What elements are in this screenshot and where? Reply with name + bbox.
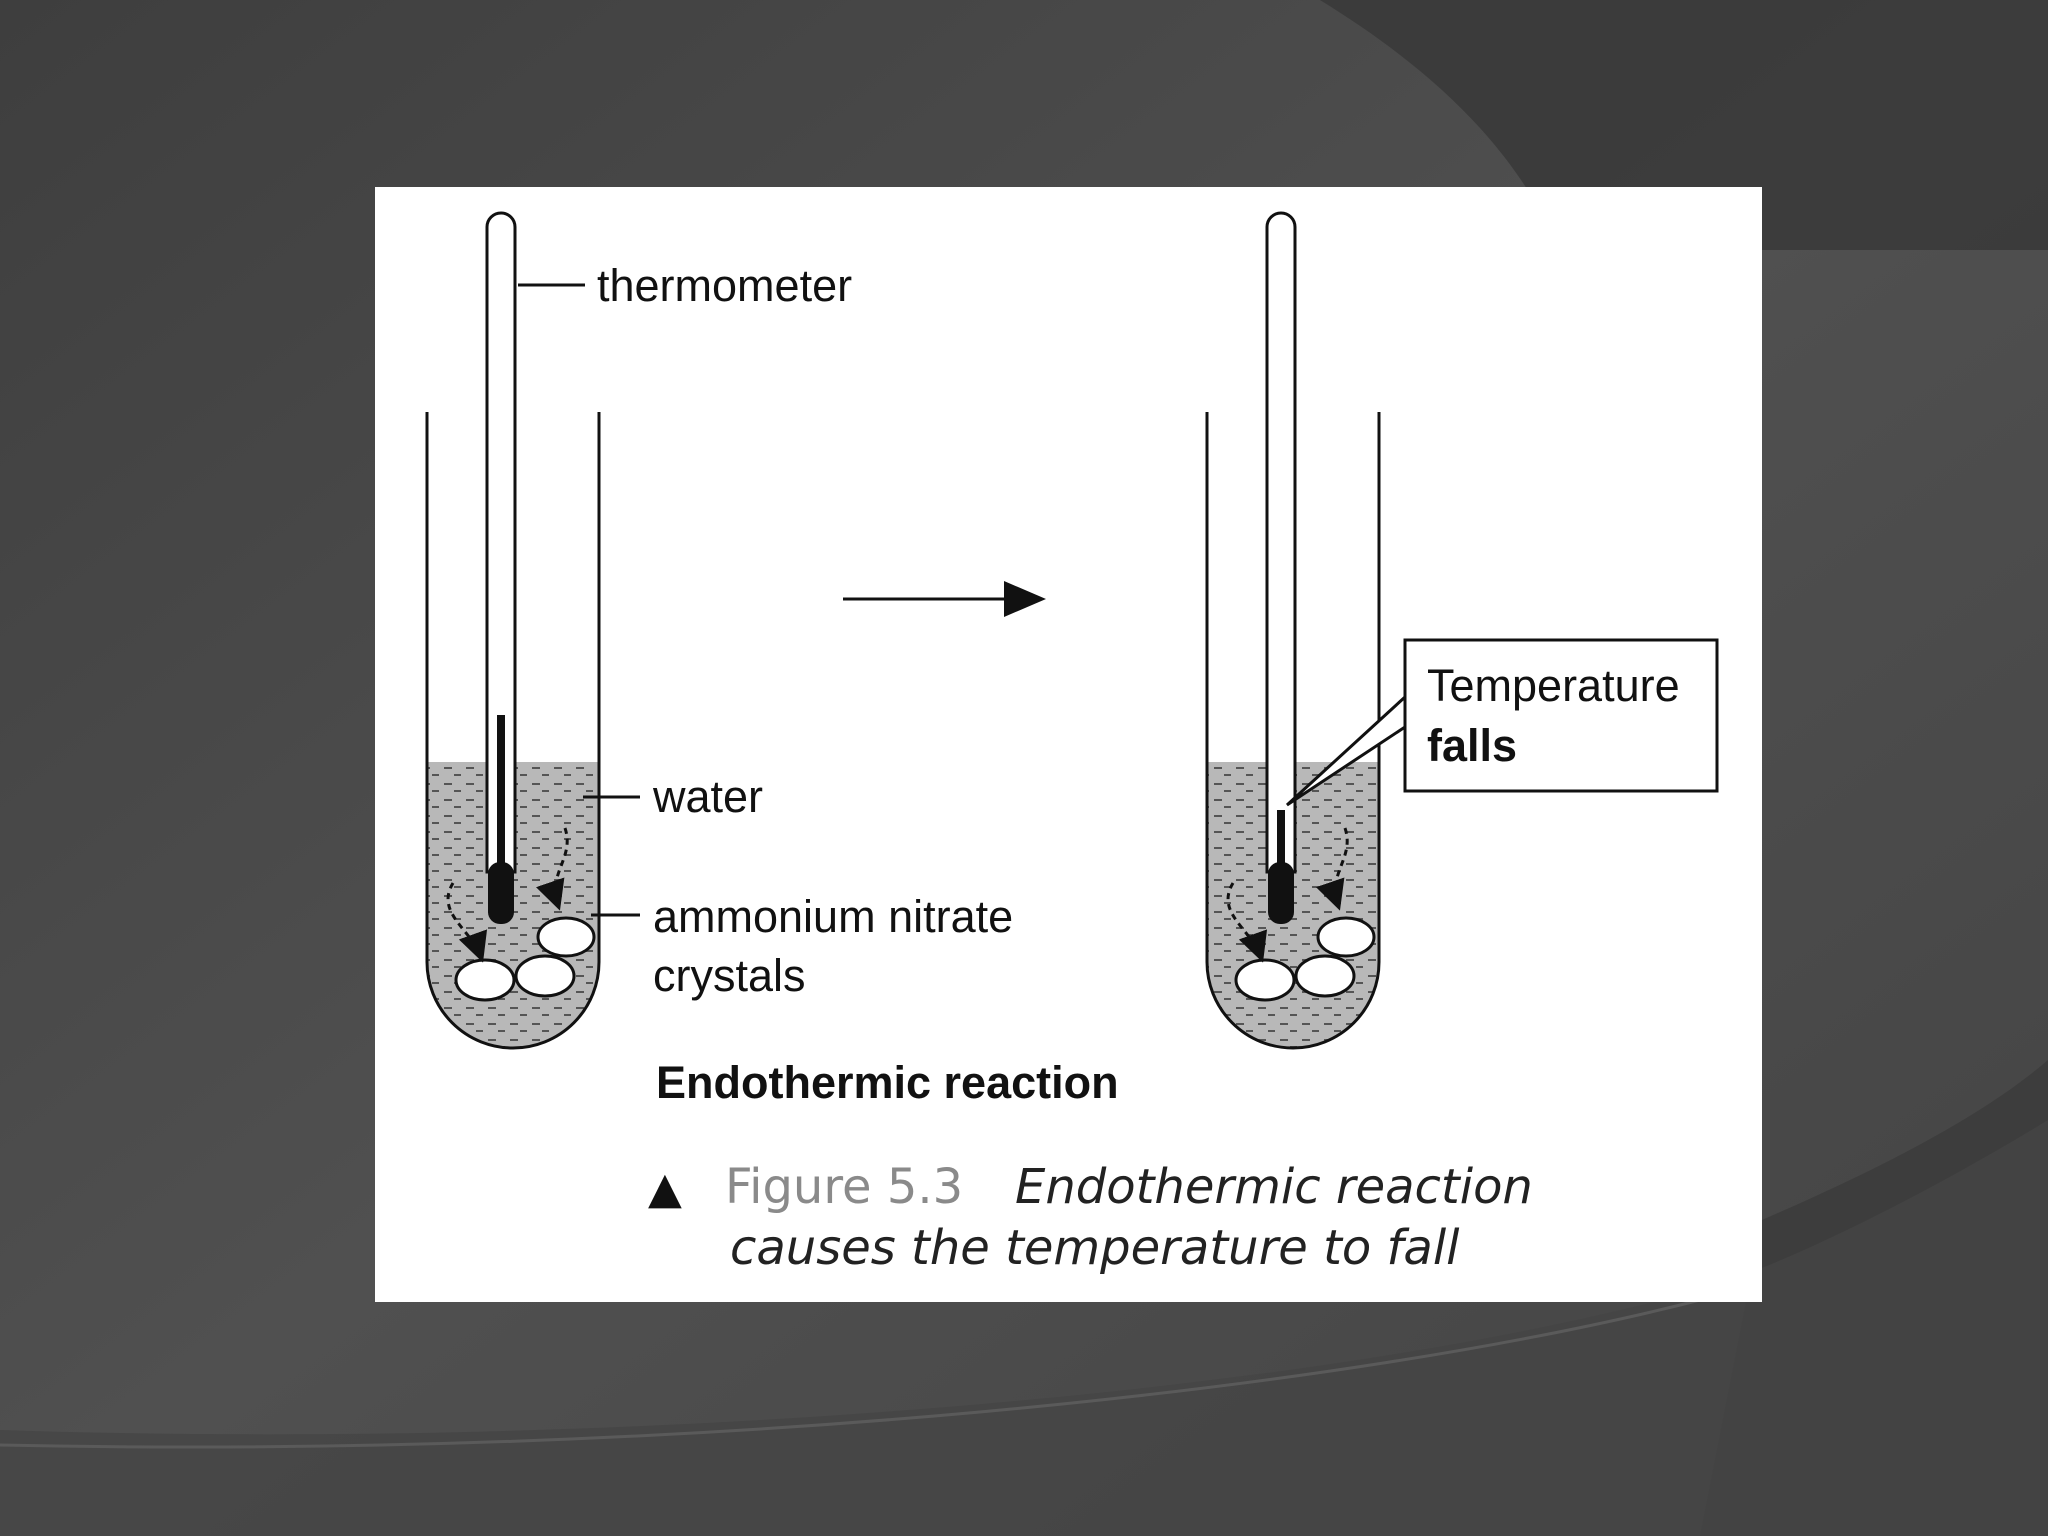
left-test-tube (425, 211, 640, 1050)
right-tube-outline (1205, 412, 1381, 1050)
thermometer-label: thermometer (597, 260, 852, 311)
caption-triangle-icon: ▲ (648, 1163, 682, 1214)
background-swoosh-line (0, 1298, 1701, 1449)
right-dash-arrow-2 (1316, 827, 1349, 911)
background-swoosh-bottom (0, 1120, 2048, 1536)
right-test-tube (1205, 211, 1381, 1050)
left-thermometer (485, 211, 517, 924)
diagram-heading: Endothermic reaction (656, 1057, 1119, 1108)
right-thermometer (1265, 211, 1297, 924)
caption-figure-label: Figure 5.3 (725, 1159, 963, 1215)
background-swoosh-top (1320, 0, 2048, 250)
callout-pointer (1285, 695, 1407, 807)
callout-line-1: Temperature (1427, 660, 1680, 711)
endothermic-diagram: Temperature falls thermometer water ammo… (425, 211, 1719, 1276)
crystals-label-line-2: crystals (653, 950, 806, 1001)
callout-box (1403, 638, 1719, 793)
water-label: water (652, 771, 763, 822)
crystals-label-line-1: ammonium nitrate (653, 891, 1013, 942)
callout-line-2: falls (1427, 720, 1517, 771)
caption-text-line-2: causes the temperature to fall (730, 1220, 1460, 1276)
caption-text-line-1: Endothermic reaction (1015, 1159, 1533, 1215)
figure-panel: Temperature falls thermometer water ammo… (375, 187, 1762, 1302)
left-dash-arrow-2 (536, 827, 569, 911)
left-tube-outline (425, 412, 601, 1050)
temperature-callout: Temperature falls (1285, 638, 1719, 807)
